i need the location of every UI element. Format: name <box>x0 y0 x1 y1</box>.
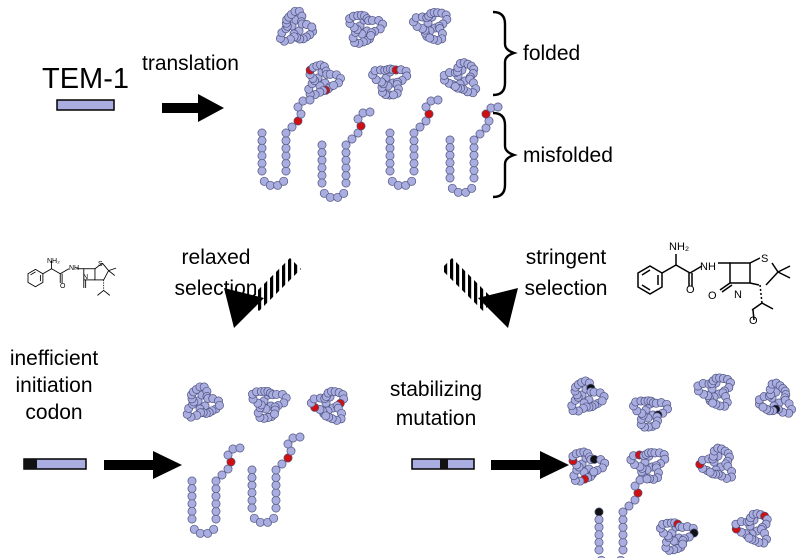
misfolded-label: misfolded <box>523 144 613 167</box>
folded-protein <box>656 518 699 555</box>
codon-word: codon <box>25 401 83 424</box>
o-label-large-3: O <box>749 315 758 327</box>
initiation-word: initiation <box>15 374 93 397</box>
o-label-large: O <box>686 284 695 296</box>
misfolded-protein <box>594 474 652 558</box>
folded-protein <box>695 443 737 483</box>
folded-brace <box>492 10 518 97</box>
folded-protein <box>182 382 224 422</box>
nh2-label-small: NH₂ <box>47 258 60 265</box>
inefficient-initiation-segment <box>24 459 37 469</box>
n-label-large: N <box>734 289 742 301</box>
folded-protein <box>306 386 349 425</box>
folded-protein <box>754 378 797 418</box>
o-label-small: O <box>60 283 66 290</box>
nh-label-small: NH <box>69 265 79 272</box>
folded-protein <box>248 386 291 423</box>
inefficient-initiation-codon-label: inefficient initiation codon <box>0 346 108 425</box>
relaxed-word: relaxed <box>181 246 251 269</box>
stringent-word: stringent <box>525 246 607 269</box>
bottom-right-arrow <box>491 451 569 479</box>
translation-arrow <box>162 94 224 122</box>
stabilizing-mutation-label: stabilizing mutation <box>381 377 491 431</box>
stabilizing-mutation-segment <box>440 459 448 469</box>
folded-protein <box>626 448 670 484</box>
ampicillin-labels-large: NH₂ NH O O N S O <box>669 241 768 327</box>
folded-label: folded <box>523 42 581 65</box>
folded-protein <box>629 396 672 432</box>
stringent-selection-label: stringent selection <box>514 245 618 301</box>
relaxed-selection-arrow <box>224 258 301 328</box>
bottom-left-arrow <box>104 451 182 479</box>
stringent-selection-arrow <box>441 258 518 328</box>
ampicillin-structure-small <box>27 260 117 296</box>
folded-protein <box>368 64 412 100</box>
nh-label-large: NH <box>700 261 716 273</box>
folded-protein <box>439 58 481 98</box>
n-label-small: N <box>83 274 88 281</box>
mutation-word: mutation <box>395 407 477 430</box>
stabilizing-word: stabilizing <box>389 378 483 401</box>
tem1-label: TEM-1 <box>42 63 129 95</box>
tem1-gene-bar <box>56 99 115 111</box>
o-label-large-2: O <box>708 290 717 302</box>
stringent-selection-word: selection <box>524 277 608 300</box>
s-label-large: S <box>761 253 768 265</box>
ampicillin-labels-small: NH₂ NH O N S <box>47 258 103 290</box>
ampicillin-structure-large <box>637 254 791 321</box>
misfolded-protein <box>247 432 305 527</box>
misfolded-protein <box>187 443 245 538</box>
folded-protein <box>567 376 609 416</box>
folded-protein <box>275 6 318 46</box>
folded-protein <box>304 60 345 100</box>
folded-protein <box>345 10 388 48</box>
misfolded-protein <box>257 95 315 190</box>
folded-protein <box>731 509 772 548</box>
folded-protein <box>568 447 610 486</box>
s-label-small: S <box>98 261 103 268</box>
translation-label: translation <box>142 52 239 75</box>
relaxed-selection-word: selection <box>174 277 258 300</box>
inefficient-word: inefficient <box>9 347 99 370</box>
nh2-label-large: NH₂ <box>669 241 689 253</box>
relaxed-selection-label: relaxed selection <box>166 245 266 301</box>
folded-protein <box>693 373 735 411</box>
misfolded-protein <box>445 102 503 197</box>
protein-layer <box>182 6 797 558</box>
misfolded-brace <box>492 111 518 199</box>
folded-protein <box>408 7 452 45</box>
misfolded-protein <box>385 95 443 190</box>
misfolded-protein <box>317 107 375 202</box>
